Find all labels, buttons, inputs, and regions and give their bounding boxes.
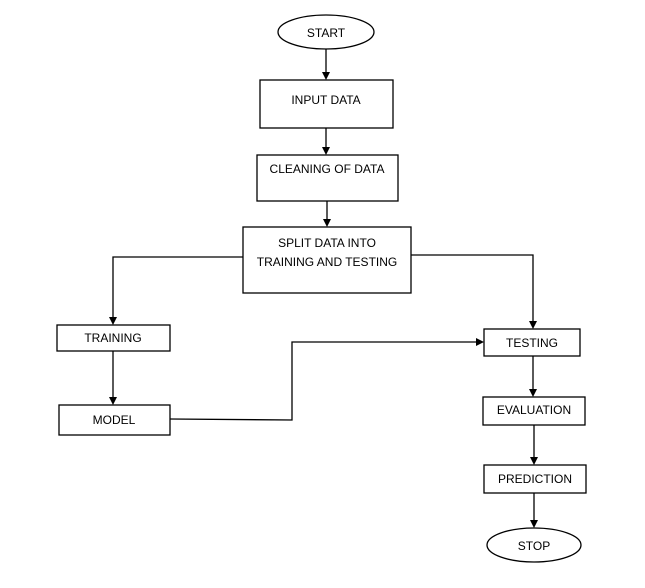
node-model-label: MODEL: [93, 413, 136, 427]
arrowhead: [530, 457, 538, 465]
node-testing-shape: [483, 328, 581, 357]
edge-start-to-input-data: [322, 49, 330, 80]
node-cleaning-of-data: CLEANING OF DATA: [256, 154, 399, 202]
node-cleaning-of-data-shape: [256, 154, 399, 202]
arrowhead: [530, 520, 538, 528]
arrowhead: [109, 397, 117, 405]
node-evaluation: EVALUATION: [482, 396, 586, 426]
node-stop-label: STOP: [518, 539, 550, 553]
arrowhead: [322, 72, 330, 80]
arrowhead: [109, 317, 117, 325]
node-model: MODEL: [58, 404, 171, 436]
node-testing-label: TESTING: [506, 336, 558, 350]
node-split-data-label-line2: TRAINING AND TESTING: [257, 255, 397, 269]
node-split-data: SPLIT DATA INTO TRAINING AND TESTING: [242, 226, 412, 294]
node-model-shape: [58, 404, 171, 436]
node-evaluation-label: EVALUATION: [497, 403, 571, 417]
node-testing: TESTING: [483, 328, 581, 357]
edge-cleaning-to-split: [323, 201, 331, 227]
edge-testing-to-evaluation: [529, 356, 537, 397]
arrowhead: [323, 219, 331, 227]
node-prediction-shape: [483, 464, 587, 494]
arrowhead: [322, 147, 330, 155]
node-input-data-shape: [259, 79, 394, 129]
arrowhead: [529, 321, 537, 329]
edge-split-to-testing: [411, 254, 537, 329]
node-split-data-shape: [242, 226, 412, 294]
edge-model-to-testing: [169, 338, 484, 421]
edge-input-data-to-cleaning: [322, 128, 330, 155]
node-input-data-label: INPUT DATA: [291, 93, 360, 107]
edge-prediction-to-stop: [530, 493, 538, 528]
node-training: TRAINING: [56, 324, 171, 352]
node-training-label: TRAINING: [84, 331, 141, 345]
node-stop: STOP: [486, 527, 582, 563]
node-evaluation-shape: [482, 396, 586, 426]
edge-split-to-training: [109, 256, 243, 325]
edge-evaluation-to-prediction: [530, 425, 538, 465]
node-input-data: INPUT DATA: [259, 79, 394, 129]
arrowhead: [476, 338, 484, 346]
node-start: START: [277, 14, 375, 50]
arrowhead: [529, 389, 537, 397]
node-prediction-label: PREDICTION: [498, 472, 572, 486]
node-split-data-label-line1: SPLIT DATA INTO: [278, 236, 376, 250]
node-start-label: START: [307, 26, 346, 40]
edge-training-to-model: [109, 351, 117, 405]
node-prediction: PREDICTION: [483, 464, 587, 494]
node-cleaning-of-data-label: CLEANING OF DATA: [270, 162, 385, 176]
